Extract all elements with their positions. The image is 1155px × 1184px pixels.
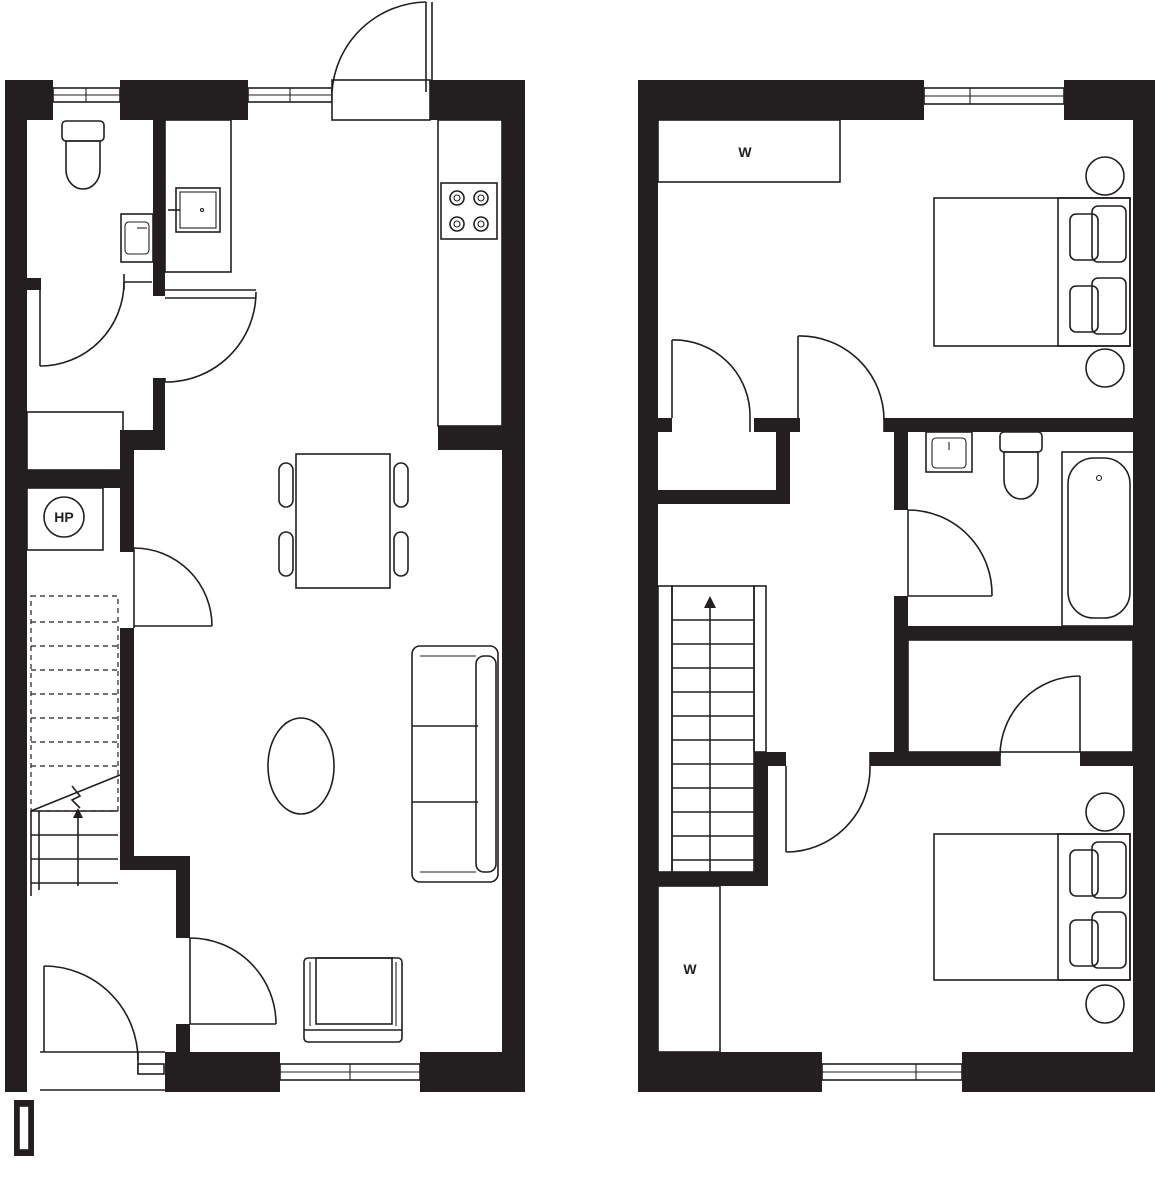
ground-staircase bbox=[30, 595, 121, 896]
first-floor-outer-walls bbox=[638, 80, 1155, 1092]
living-door bbox=[133, 547, 213, 628]
double-bed-2 bbox=[933, 792, 1131, 1024]
first-window-bedroom-2 bbox=[821, 1063, 963, 1081]
wardrobe-label-2: W bbox=[683, 961, 697, 977]
kitchen-sink bbox=[168, 187, 221, 233]
bath-tub bbox=[1061, 451, 1135, 627]
bathroom-toilet bbox=[999, 431, 1043, 500]
porch-canopy bbox=[14, 1100, 34, 1156]
double-bed-1 bbox=[933, 156, 1131, 388]
bathroom-door bbox=[907, 509, 993, 597]
ground-floor-outer-walls bbox=[5, 80, 525, 1092]
bedroom-1-door bbox=[797, 335, 885, 432]
armchair bbox=[303, 957, 403, 1043]
heat-pump-cupboard: HP bbox=[26, 487, 104, 551]
basin-icon bbox=[120, 213, 154, 263]
ground-floor-internal-walls bbox=[27, 120, 502, 1054]
ground-back-door bbox=[331, 1, 433, 121]
first-floor-internal-walls bbox=[658, 418, 1155, 886]
cupboard-door-1 bbox=[671, 339, 751, 432]
wc-door bbox=[39, 274, 152, 367]
hall-door bbox=[189, 937, 277, 1025]
ground-floor: HP bbox=[5, 1, 525, 1156]
bedroom-2-door bbox=[785, 752, 871, 853]
kitchen-worktop-right bbox=[437, 119, 503, 427]
ground-cupboard bbox=[26, 411, 124, 471]
kitchen-door bbox=[164, 289, 257, 383]
rug bbox=[267, 717, 335, 815]
wardrobe-bedroom-2: W bbox=[657, 885, 721, 1053]
bathroom-basin bbox=[925, 431, 973, 473]
ground-window-living bbox=[279, 1063, 421, 1081]
cupboard-door-2 bbox=[999, 675, 1081, 766]
toilet-icon bbox=[61, 120, 105, 190]
first-floor: W bbox=[638, 80, 1155, 1092]
sofa bbox=[411, 645, 499, 883]
landing-cupboard bbox=[907, 639, 1134, 753]
hob-icon bbox=[440, 182, 498, 240]
front-door bbox=[40, 965, 165, 1091]
ground-window-wc bbox=[52, 87, 121, 103]
dining-table bbox=[278, 453, 409, 589]
wardrobe-label: W bbox=[738, 144, 752, 160]
first-window-bedroom-1 bbox=[923, 87, 1065, 105]
first-staircase bbox=[657, 585, 767, 873]
heat-pump-label: HP bbox=[54, 509, 73, 525]
ground-window-kitchen bbox=[247, 87, 333, 103]
wardrobe-bedroom-1: W bbox=[657, 119, 841, 183]
kitchen-worktop-left bbox=[164, 119, 232, 273]
